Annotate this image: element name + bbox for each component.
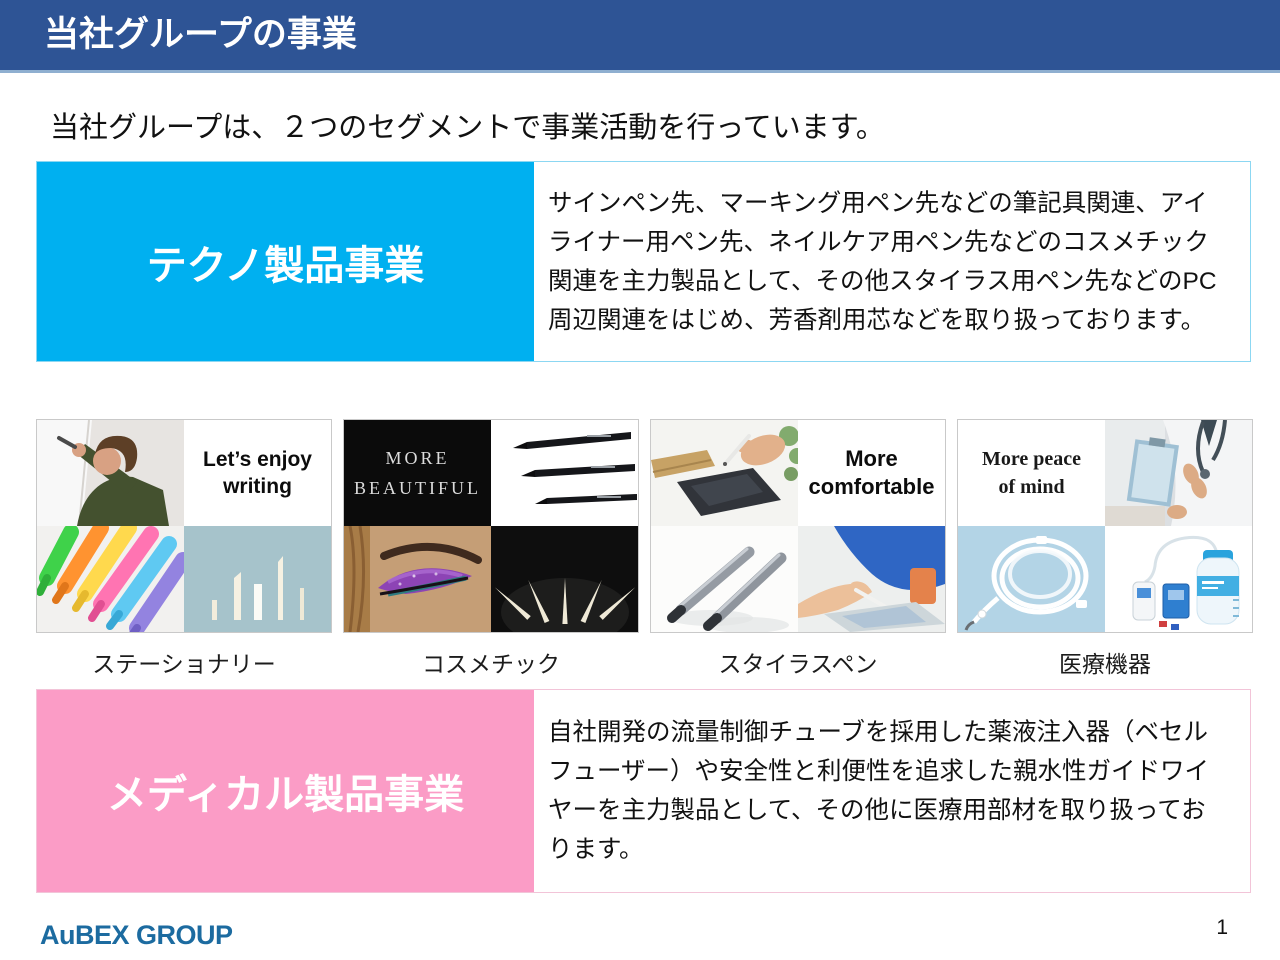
stylus-photo-collage: More comfortable [650,419,946,633]
stationery-photo-highlighters [37,526,184,632]
cosmetic-photo-eyeliner-pens [491,420,638,526]
cosmetic-overlay-line2: BEAUTIFUL [354,478,481,498]
caption-medical: 医療機器 [1059,651,1151,677]
stylus-overlay-line1: More [845,446,898,471]
segment-description-medical: 自社開発の流量制御チューブを採用した薬液注入器（ベセルフューザー）や安全性と利便… [548,719,1210,863]
medical-photo-collage: More peace of mind [957,419,1253,633]
medical-photo-doctor [1105,420,1252,526]
page-title: 当社グループの事業 [44,15,357,54]
stationery-photo-collage: Let’s enjoy writing [36,419,332,633]
cosmetic-overlay-line1: MORE [385,448,450,468]
stationery-photo-boy-writing [37,420,184,526]
stylus-photo-writing-person [798,526,945,632]
caption-stylus: スタイラスペン [718,651,878,677]
product-collage-row: Let’s enjoy writing [36,419,1253,633]
segment-box-medical: メディカル製品事業 自社開発の流量制御チューブを採用した薬液注入器（ベセルフュー… [36,689,1251,893]
segment-desc-medical-wrap: 自社開発の流量制御チューブを採用した薬液注入器（ベセルフューザー）や安全性と利便… [534,690,1250,892]
medical-overlay-line2: of mind [998,476,1065,498]
intro-text: 当社グループは、２つのセグメントで事業活動を行っています。 [50,112,885,144]
medical-photo-infusion-device [1105,526,1252,632]
stationery-photo-pen-tips [184,526,331,632]
cosmetic-photo-brush-tips [491,526,638,632]
company-logo: AuBEX GROUP [40,920,233,950]
cosmetic-photo-collage: MORE BEAUTIFUL [343,419,639,633]
stylus-overlay-cell: More comfortable [798,420,945,526]
page-number: 1 [1216,916,1228,939]
caption-cosmetic: コスメチック [422,651,560,677]
medical-overlay-cell: More peace of mind [958,420,1105,526]
product-caption-row: ステーショナリー コスメチック スタイラスペン 医療機器 [36,645,1253,679]
segment-box-techno: テクノ製品事業 サインペン先、マーキング用ペン先などの筆記具関連、アイライナー用… [36,161,1251,362]
header-bar: 当社グループの事業 [0,0,1280,73]
segment-desc-techno-wrap: サインペン先、マーキング用ペン先などの筆記具関連、アイライナー用ペン先、ネイルケ… [534,162,1250,361]
medical-overlay-line1: More peace [981,448,1082,470]
segment-label-techno: テクノ製品事業 [37,162,534,361]
stylus-photo-hand-tablet [651,420,798,526]
stationery-overlay-line2: writing [223,475,292,498]
caption-stationery: ステーショナリー [92,651,276,677]
segment-description-techno: サインペン先、マーキング用ペン先などの筆記具関連、アイライナー用ペン先、ネイルケ… [548,189,1217,334]
medical-photo-guidewire [958,526,1105,632]
stationery-overlay-line1: Let’s enjoy [203,448,312,471]
stationery-overlay-cell: Let’s enjoy writing [184,420,331,526]
segment-label-medical: メディカル製品事業 [37,690,534,892]
stylus-overlay-line2: comfortable [808,474,935,499]
cosmetic-photo-eye-makeup [344,526,491,632]
cosmetic-overlay-cell: MORE BEAUTIFUL [344,420,491,526]
stylus-photo-two-pens [651,526,798,632]
